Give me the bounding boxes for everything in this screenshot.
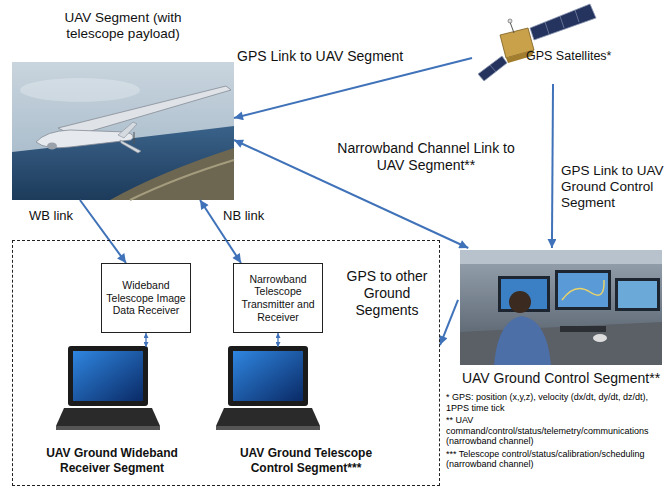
edge-label: GPS Link to UAV Segment	[236, 48, 418, 65]
laptop-segment: UAV Ground Telescope Control Segment***	[206, 347, 406, 477]
footnote: * GPS: position (x,y,z), velocity (dx/dt…	[446, 392, 666, 413]
gps-satellites: GPS Satellites*	[472, 4, 624, 84]
link-arrow	[277, 333, 278, 347]
footnote: ** UAV command/control/status/telemetry/…	[446, 415, 666, 447]
link-arrow	[80, 200, 126, 263]
edge-label: WB link	[28, 208, 82, 224]
node-label: UAV Ground Control Segment**	[462, 370, 660, 387]
link-arrow	[145, 333, 146, 347]
link-arrow	[234, 58, 472, 118]
laptop-icon	[216, 346, 320, 430]
control-room-photo	[460, 250, 662, 365]
node-label: Wideband Telescope Image Data Receiver	[105, 279, 187, 317]
edge-label: GPS to other Ground Segments	[336, 268, 438, 318]
gps-satellite	[478, 4, 596, 81]
node-label: Narrowband Telescope Transmitter and Rec…	[237, 273, 319, 323]
laptop-icon	[56, 346, 160, 430]
edge-label: Narrowband Channel Link to UAV Segment**	[330, 140, 522, 174]
node-label: UAV Segment (with telescope payload)	[41, 10, 206, 42]
node-label: UAV Ground Telescope Control Segment***	[224, 446, 389, 475]
transceiver-box: Narrowband Telescope Transmitter and Rec…	[233, 263, 323, 333]
ground-control-segment: UAV Ground Control Segment**	[458, 248, 664, 388]
uav-photo	[12, 62, 234, 200]
footnotes: * GPS: position (x,y,z), velocity (dx/dt…	[446, 392, 666, 472]
uav-segment: UAV Segment (with telescope payload)	[12, 8, 234, 200]
link-arrow	[440, 300, 458, 345]
footnote: *** Telescope control/status/calibration…	[446, 449, 666, 470]
node-label: GPS Satellites*	[526, 49, 624, 64]
link-arrow	[552, 84, 553, 248]
edge-label: GPS Link to UAV Ground Control Segment	[560, 163, 666, 212]
laptop-segment: UAV Ground Wideband Receiver Segment	[27, 347, 197, 477]
node-label: UAV Ground Wideband Receiver Segment	[37, 446, 187, 475]
edge-label: NB link	[222, 208, 278, 224]
receiver-box: Wideband Telescope Image Data Receiver	[101, 263, 191, 333]
